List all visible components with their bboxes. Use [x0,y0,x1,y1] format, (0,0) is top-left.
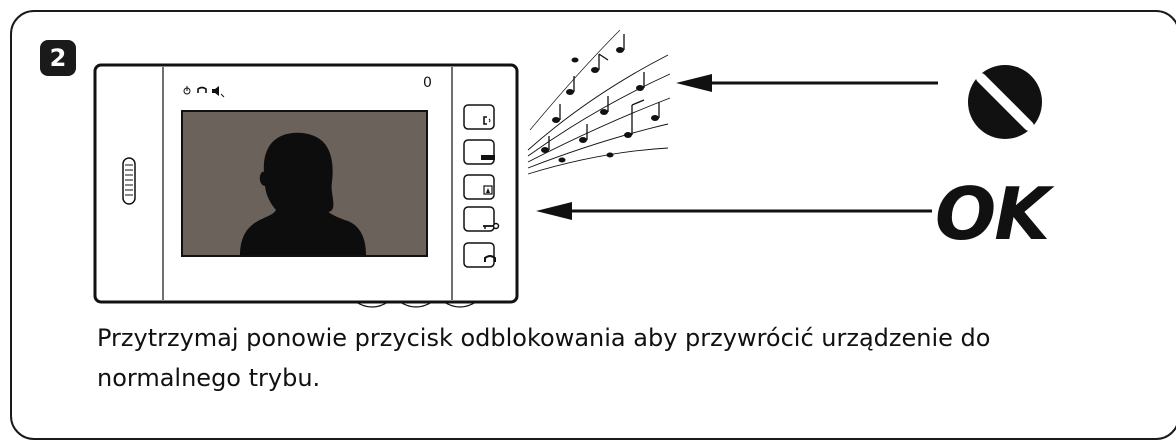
no-entry-icon [968,65,1042,139]
instruction-caption: Przytrzymaj ponowie przycisk odblokowani… [97,324,991,392]
talk-button[interactable] [463,104,495,130]
unlock-key-button[interactable] [463,206,500,232]
arrow-to-unlock-button [536,202,932,220]
step-number-badge: 2 [40,40,76,76]
video-screen [181,110,428,257]
menu-button[interactable] [463,174,495,200]
hangup-button[interactable] [463,242,496,268]
arrow-to-ringtone [676,74,938,92]
intercom-diagram [93,29,1042,308]
display-indicator: 0 [423,75,432,91]
ringtone-music-notes [527,29,671,175]
monitor-button[interactable] [463,139,495,165]
speaker-grille [122,157,136,205]
side-buttons [463,104,500,268]
visitor-silhouette [240,132,366,255]
status-icons [183,86,225,98]
ok-label: OK [935,172,1050,256]
